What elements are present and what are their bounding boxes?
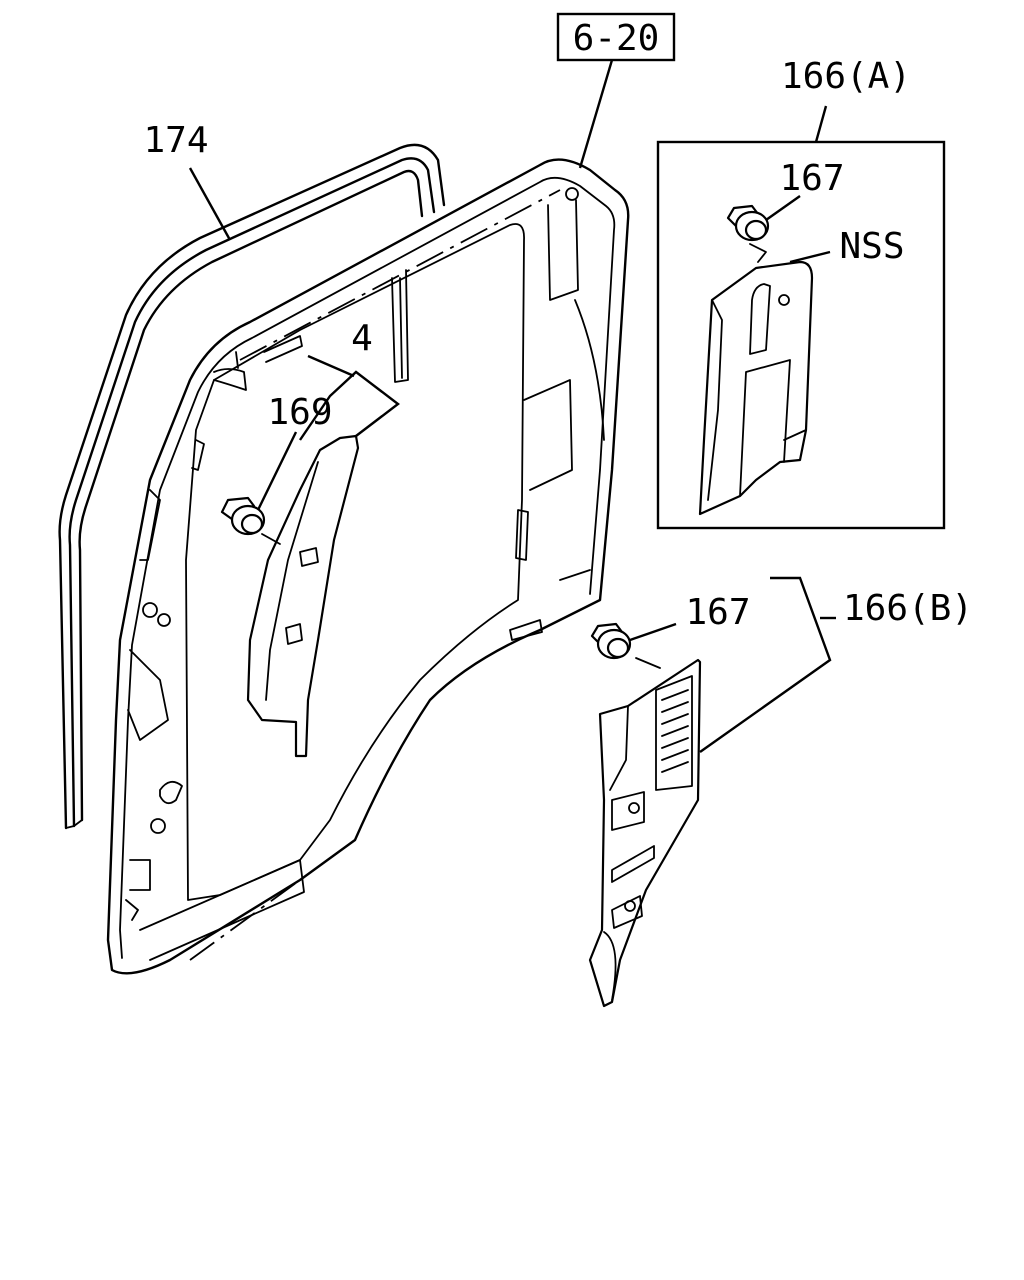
kit-166a-box: [656, 140, 946, 530]
clip-167-a: [726, 204, 770, 242]
label-166b: 166(B): [843, 588, 973, 629]
label-174: 174: [143, 120, 208, 161]
door-panel: [106, 158, 630, 975]
label-4: 4: [351, 318, 373, 359]
clip-167-b: [590, 622, 632, 660]
label-166a: 166(A): [781, 56, 911, 97]
trim-nss: [698, 260, 814, 516]
reference-box-label: 6-20: [573, 18, 660, 59]
label-167-b: 167: [685, 592, 750, 633]
clip-169: [220, 496, 266, 536]
reference-box[interactable]: 6-20: [556, 12, 676, 62]
pillar-trim-4: [246, 434, 360, 758]
trim-166b: [588, 658, 702, 1008]
door-seal-174: [58, 143, 446, 830]
label-167-a: 167: [779, 158, 844, 199]
label-169: 169: [267, 392, 332, 433]
vent-grille: [655, 675, 693, 791]
label-nss: NSS: [839, 226, 904, 267]
